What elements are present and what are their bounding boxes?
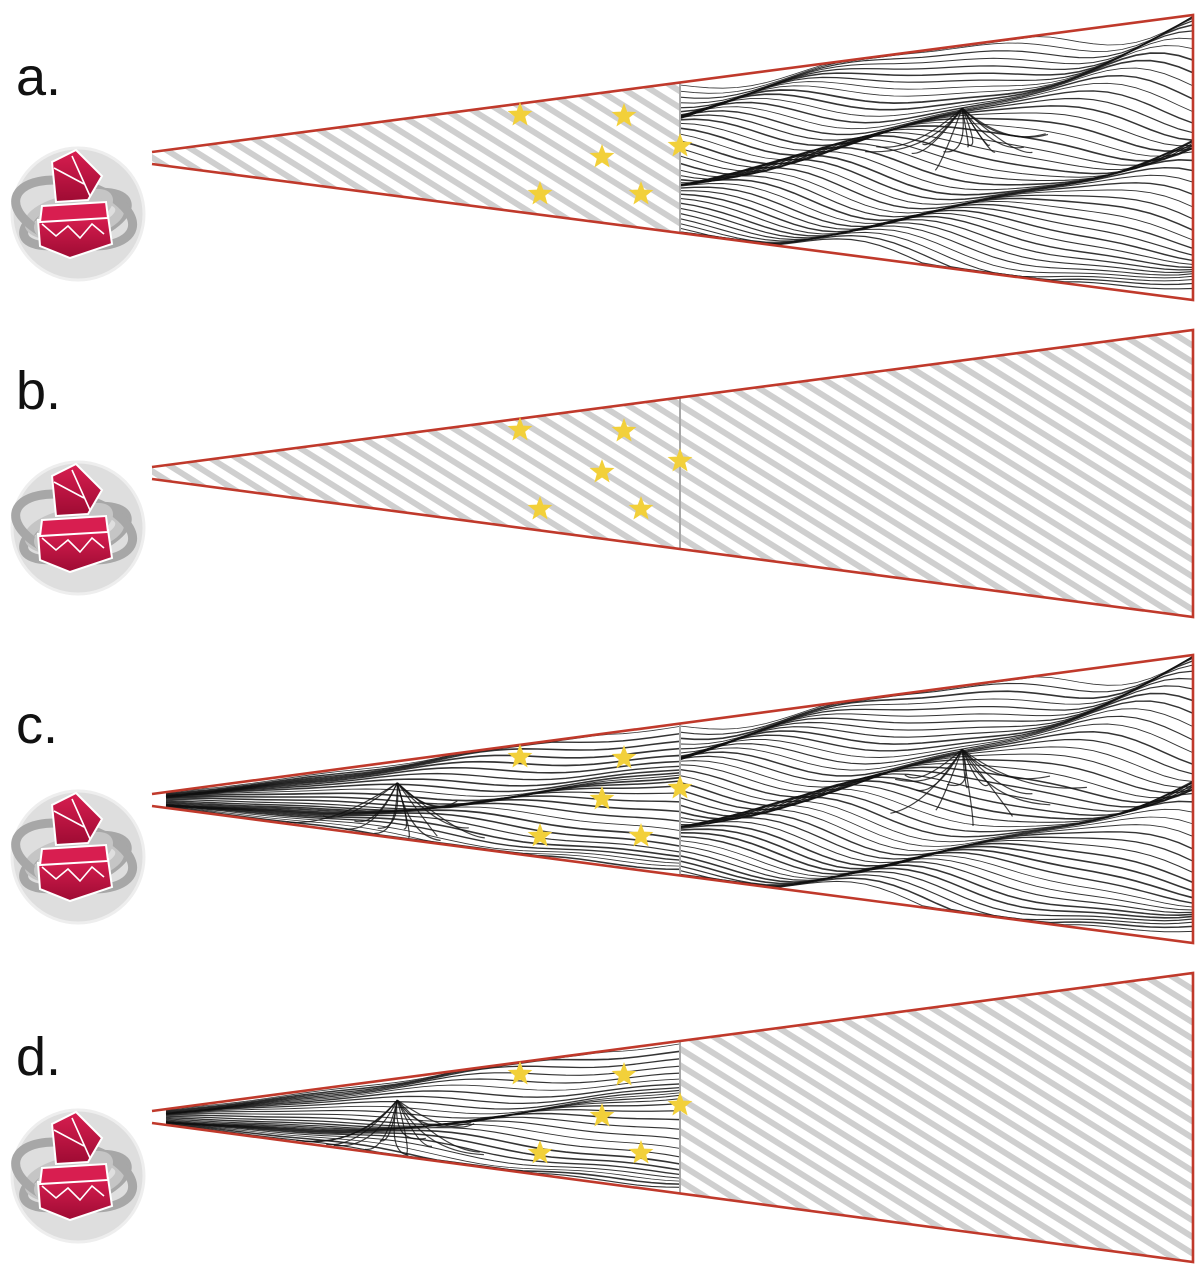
star-icon — [527, 181, 553, 205]
panel-label-d: d. — [16, 1027, 62, 1087]
telescope-logo-icon — [10, 1108, 146, 1244]
cone-panel-c — [151, 653, 1195, 945]
cone-panel-d — [151, 971, 1195, 1264]
cone-outline — [151, 653, 1195, 945]
star-icon — [667, 448, 693, 472]
star-icon — [507, 417, 533, 441]
star-icon — [507, 1061, 533, 1085]
star-icon — [527, 823, 553, 847]
star-icon — [527, 496, 553, 520]
far-region-field-lines — [679, 15, 1193, 300]
star-icon — [589, 144, 615, 168]
telescope-logo-icon — [10, 146, 146, 282]
star-icon — [628, 823, 654, 847]
star-icon — [589, 1103, 615, 1127]
star-icon — [611, 745, 637, 769]
star-icon — [628, 1140, 654, 1164]
cone-panel-a — [151, 13, 1195, 302]
star-icon — [667, 133, 693, 157]
panel-label-c: c. — [16, 695, 59, 755]
telescope-logo-icon — [10, 460, 146, 596]
far-region-hatched — [680, 330, 1193, 617]
far-region-hatched — [680, 973, 1193, 1262]
cone-panel-b — [151, 328, 1195, 619]
far-region-field-lines — [679, 655, 1193, 943]
telescope-logo-icon — [10, 789, 146, 925]
star-icon — [667, 775, 693, 799]
cone-outline — [151, 13, 1195, 302]
star-icon — [628, 496, 654, 520]
star-icon — [589, 786, 615, 810]
star-icon — [611, 103, 637, 127]
star-icon — [507, 744, 533, 768]
cone-outline — [151, 971, 1195, 1264]
star-icon — [611, 418, 637, 442]
star-icon — [611, 1062, 637, 1086]
star-icon — [507, 102, 533, 126]
cone-outline — [151, 328, 1195, 619]
panel-label-a: a. — [16, 47, 62, 107]
star-icon — [667, 1092, 693, 1116]
star-icon — [628, 181, 654, 205]
star-icon — [589, 459, 615, 483]
panel-label-b: b. — [16, 361, 62, 421]
star-icon — [527, 1140, 553, 1164]
